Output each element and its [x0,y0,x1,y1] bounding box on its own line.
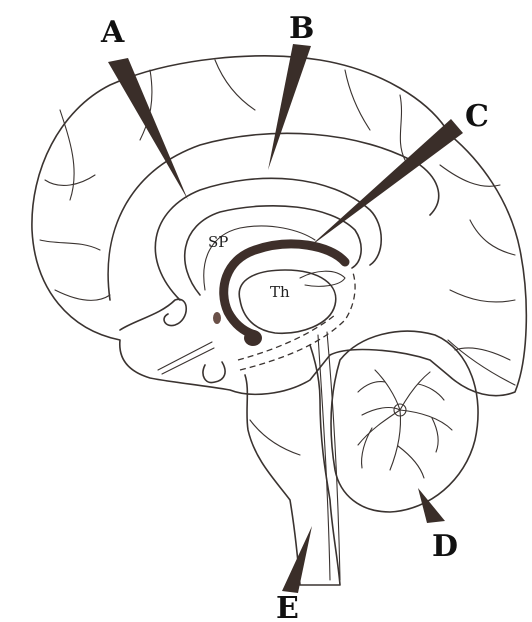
arbor-vitae [358,370,452,478]
ventricle-dashed [240,270,355,370]
pointer-e [282,526,312,593]
pointer-b [268,44,311,170]
sulcus-line [40,240,100,250]
mammillary-body [244,330,262,346]
label-b: B [289,11,314,46]
sulcus-line [400,95,405,160]
label-d: D [432,529,458,564]
pointer-a [108,58,188,200]
label-c: C [465,99,489,134]
label-sp: SP [208,233,228,251]
pituitary [203,362,225,383]
sulcus-line [60,110,74,200]
pons-bulge [250,420,300,455]
occipital-outline [448,340,515,385]
corpus-callosum-outline [155,178,381,300]
sulcus-line [45,175,95,185]
sulcus-line [55,290,110,300]
label-th: Th [270,283,290,301]
sulcus-line [450,290,515,302]
cerebrum-outline [32,56,526,396]
anterior-commissure [213,312,221,324]
pointer-c [308,119,463,248]
sulcus-line [215,60,255,110]
sulcus-line [470,220,515,255]
label-e: E [276,591,299,622]
cingulate-gyrus-outline [108,133,439,300]
thalamus-outline [239,270,336,333]
sulcus-line [345,70,370,130]
gyrus-rectus-curl [120,299,186,330]
sulcus-line [440,165,500,186]
label-a: A [100,15,125,50]
cerebellum-outline [331,331,478,512]
optic-chiasm [162,348,214,374]
